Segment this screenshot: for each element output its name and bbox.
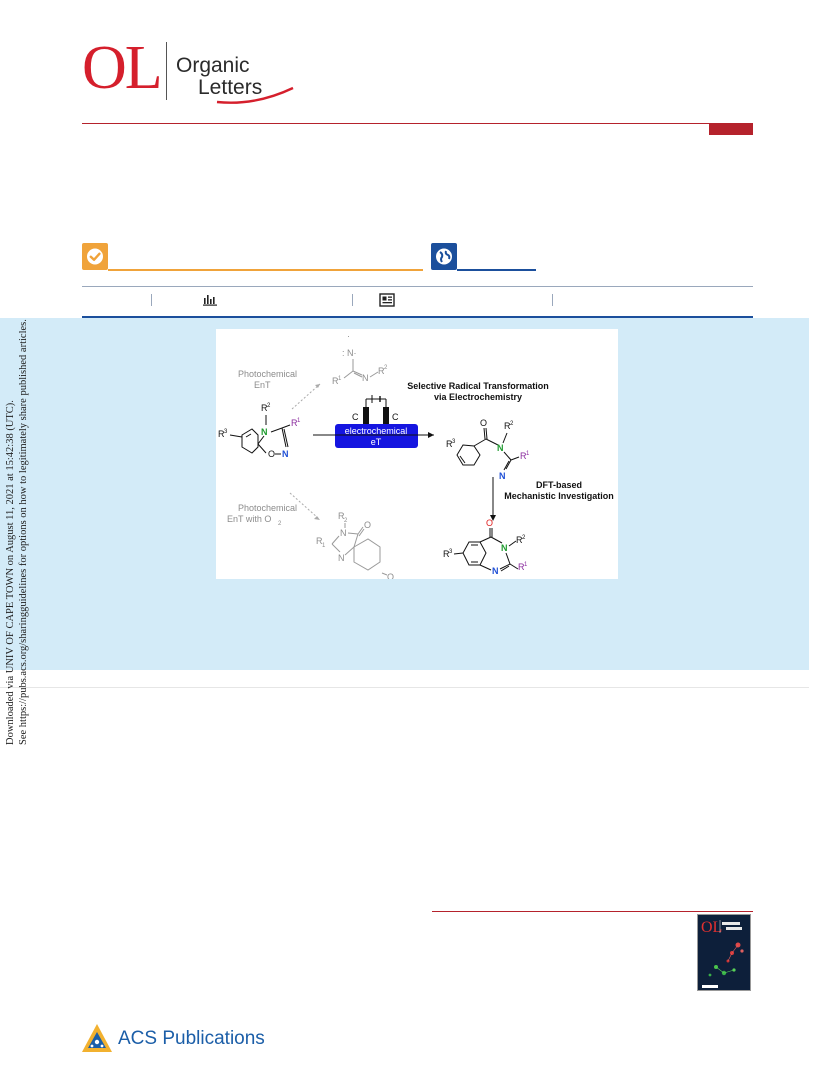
download-note: Downloaded via UNIV OF CAPE TOWN on Augu…	[4, 319, 30, 745]
metrics-separator	[151, 294, 152, 306]
svg-text:R: R	[332, 376, 339, 386]
svg-text:O: O	[480, 418, 487, 428]
svg-text:N: N	[362, 373, 369, 383]
svg-text:R: R	[516, 535, 523, 545]
svg-text:N: N	[499, 471, 506, 481]
cover-logo-abbrev: OL	[701, 919, 722, 936]
svg-text:O: O	[486, 518, 493, 528]
svg-text:2: 2	[510, 421, 514, 427]
svg-text:1: 1	[526, 451, 530, 457]
photo-bottom-label-sub: 2	[278, 521, 282, 527]
svg-text:·: ·	[347, 331, 350, 341]
cover-rule	[432, 911, 753, 912]
photo-top-label-1: Photochemical	[238, 369, 297, 379]
svg-text:3: 3	[224, 429, 228, 435]
svg-text:N: N	[340, 528, 347, 538]
svg-text:2: 2	[522, 535, 526, 541]
svg-text:O: O	[268, 449, 275, 459]
dft-label-1: DFT-based	[536, 480, 582, 490]
publisher-name[interactable]: ACS Publications	[118, 1028, 265, 1049]
article-type-tab[interactable]	[709, 123, 753, 135]
top-product-dots: : N·	[342, 348, 357, 358]
electrochemical-arrow: C C electrochemical eT	[313, 395, 434, 448]
electrode-right-label: C	[392, 412, 399, 422]
globe-badge[interactable]	[431, 243, 457, 270]
svg-text:O: O	[387, 572, 394, 579]
svg-text:N: N	[497, 443, 504, 453]
download-note-line-1: Downloaded via UNIV OF CAPE TOWN on Augu…	[5, 400, 16, 745]
photo-bottom-label-2: EnT with O	[227, 514, 271, 524]
header-rule	[82, 123, 753, 124]
svg-text:R: R	[446, 439, 453, 449]
journal-cover-thumbnail[interactable]: OL	[697, 914, 751, 991]
svg-text:N: N	[492, 566, 499, 576]
svg-text:1: 1	[524, 562, 528, 568]
globe-icon	[436, 248, 452, 265]
svg-text:R: R	[338, 511, 345, 521]
logo-divider	[166, 42, 167, 100]
svg-text:3: 3	[452, 439, 456, 445]
dft-label-2: Mechanistic Investigation	[504, 491, 614, 501]
svg-text:2: 2	[267, 403, 271, 409]
globe-rule	[457, 269, 536, 271]
electrode-left-label: C	[352, 412, 359, 422]
photo-top-product: · : N· R 1 N R 2	[332, 331, 388, 386]
selective-title-2: via Electrochemistry	[434, 392, 522, 402]
spiro-product: R 2 N O R 1 N O	[316, 511, 394, 579]
logo-swoosh-icon	[216, 86, 294, 104]
journal-logo-word-1: Organic	[176, 54, 250, 77]
svg-text:1: 1	[297, 418, 301, 424]
metrics-bar-bottom-rule	[82, 316, 753, 318]
svg-text:N: N	[501, 543, 508, 553]
svg-text:R: R	[518, 562, 525, 572]
photo-bottom-label-1: Photochemical	[238, 503, 297, 513]
check-circle-icon	[87, 248, 103, 265]
open-access-rule	[108, 269, 423, 271]
svg-text:R: R	[378, 366, 385, 376]
svg-text:R: R	[520, 451, 527, 461]
svg-text:2: 2	[384, 365, 388, 371]
photo-top-label-2: EnT	[254, 380, 271, 390]
svg-text:R: R	[261, 403, 268, 413]
abstract-bottom-rule	[0, 687, 809, 688]
svg-text:2: 2	[344, 518, 348, 524]
svg-text:R: R	[316, 536, 323, 546]
svg-text:O: O	[364, 520, 371, 530]
electro-label-2: eT	[371, 437, 382, 447]
toc-graphic: · : N· R 1 N R 2 Photochemical EnT R 2 N…	[216, 329, 618, 579]
svg-text:R: R	[504, 421, 511, 431]
open-access-badge[interactable]	[82, 243, 108, 270]
bar-chart-icon[interactable]	[203, 294, 218, 306]
download-note-line-2[interactable]: See https://pubs.acs.org/sharingguidelin…	[18, 319, 29, 745]
journal-logo-word-2: Letters	[198, 76, 263, 99]
svg-text:R: R	[291, 418, 298, 428]
svg-text:N: N	[261, 427, 268, 437]
svg-text:R: R	[443, 549, 450, 559]
acs-logo-icon[interactable]	[80, 1022, 114, 1056]
journal-logo-abbrev: OL	[82, 34, 163, 102]
cover-artwork: OL	[701, 919, 744, 988]
svg-text:N: N	[282, 449, 289, 459]
intermediate-product: O N R 2 R 1 N R 3	[446, 418, 530, 481]
article-icon[interactable]	[379, 293, 395, 307]
svg-text:N: N	[338, 553, 345, 563]
svg-text:3: 3	[449, 549, 453, 555]
svg-text:1: 1	[338, 376, 342, 382]
metrics-bar-top-rule	[82, 286, 753, 287]
starting-material: R 2 N R 1 O N R 3	[218, 403, 301, 459]
quinazolinone-product: O N R 2 R 1 N R 3	[443, 518, 528, 576]
selective-title-1: Selective Radical Transformation	[407, 381, 549, 391]
svg-text:R: R	[218, 429, 225, 439]
electro-label-1: electrochemical	[345, 426, 408, 436]
svg-text:1: 1	[322, 543, 326, 549]
metrics-separator	[352, 294, 353, 306]
metrics-separator	[552, 294, 553, 306]
